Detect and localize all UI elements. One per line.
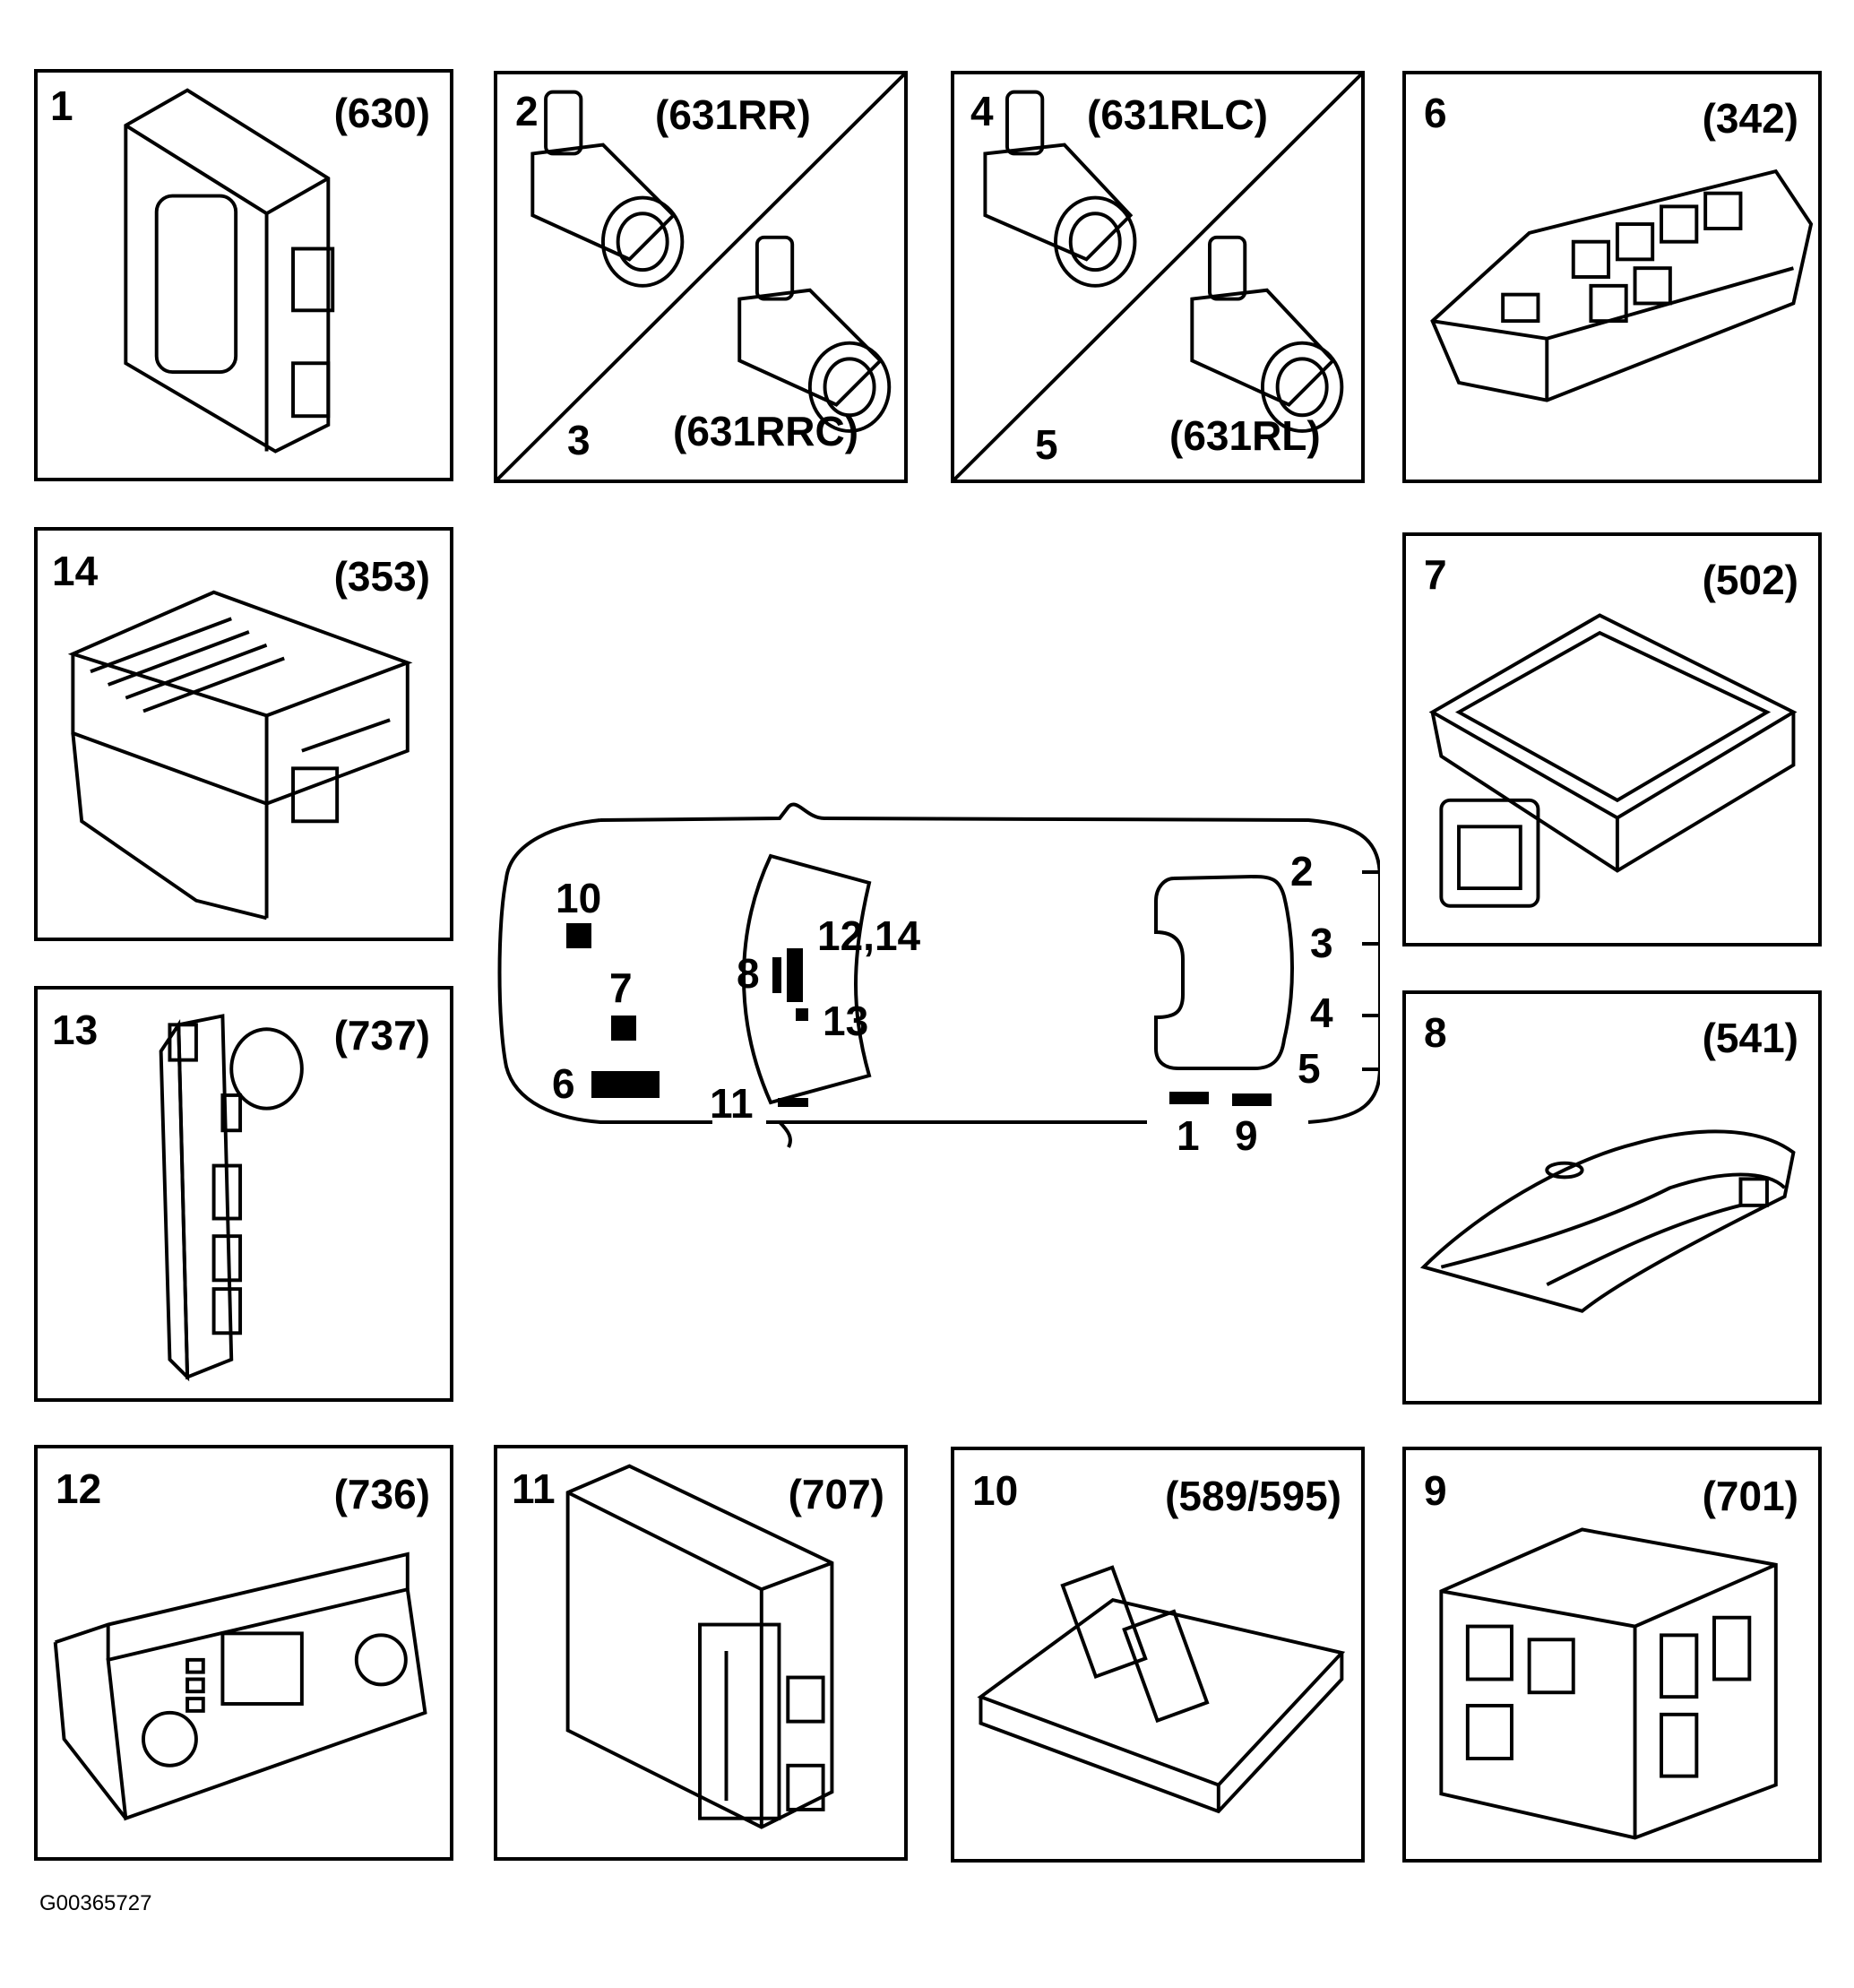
climate-control-panel-illustration <box>53 1552 427 1821</box>
vehicle-outline: 10 7 6 11 8 12,14 13 2 3 4 5 1 9 <box>497 802 1382 1159</box>
label-6: 6 <box>552 1060 575 1107</box>
component-number-top: 2 <box>515 88 539 134</box>
label-3: 3 <box>1310 920 1333 966</box>
component-number: 8 <box>1424 1009 1447 1056</box>
component-code: (541) <box>1702 1015 1798 1061</box>
control-unit-illustration <box>565 1464 834 1829</box>
panel-component-7: 7 (502) <box>1402 532 1822 946</box>
component-number: 10 <box>972 1467 1019 1514</box>
label-1: 1 <box>1177 1112 1200 1159</box>
marker-1 <box>1169 1092 1209 1104</box>
component-code: (342) <box>1702 95 1798 142</box>
component-number: 13 <box>52 1007 99 1053</box>
label-8: 8 <box>737 950 760 997</box>
component-number: 7 <box>1424 551 1447 598</box>
marker-9 <box>1232 1093 1272 1106</box>
label-11: 11 <box>710 1080 754 1127</box>
component-code-top: (631RLC) <box>1087 91 1268 138</box>
panel-component-6: 6 (342) <box>1402 71 1822 483</box>
component-number-bottom: 3 <box>567 417 591 463</box>
marker-11 <box>778 1098 808 1107</box>
marker-10 <box>566 923 591 948</box>
panel-component-4-5: 4 (631RLC) 5 (631RL) <box>951 71 1365 483</box>
component-code: (707) <box>788 1471 884 1517</box>
panel-component-1: 1 (630) <box>34 69 453 481</box>
label-13: 13 <box>823 998 868 1044</box>
label-2: 2 <box>1290 848 1314 895</box>
audio-unit-illustration <box>67 590 413 921</box>
component-code: (736) <box>333 1471 430 1517</box>
component-code: (353) <box>333 553 430 600</box>
central-electronic-module-illustration <box>1439 1527 1778 1840</box>
component-number: 14 <box>52 548 99 594</box>
panel-component-10: 10 (589/595) <box>951 1447 1365 1863</box>
switch-panel-illustration <box>159 1014 304 1382</box>
marker-8 <box>772 957 781 993</box>
marker-6 <box>591 1071 660 1098</box>
label-5: 5 <box>1298 1045 1321 1092</box>
panel-component-2-3: 2 (631RR) 3 (631RRC) <box>494 71 908 483</box>
marker-7 <box>611 1016 636 1041</box>
component-number-top: 4 <box>970 88 994 134</box>
label-12-14: 12,14 <box>817 912 921 959</box>
component-code: (630) <box>333 90 430 136</box>
component-code-bottom: (631RL) <box>1169 412 1321 459</box>
control-module-illustration <box>1428 613 1798 908</box>
marker-13 <box>796 1008 808 1021</box>
component-code: (701) <box>1702 1473 1798 1519</box>
instrument-cluster-illustration <box>1419 1129 1796 1313</box>
module-box-illustration <box>124 88 335 454</box>
engine-control-module-illustration <box>977 1565 1346 1814</box>
component-code-top: (631RR) <box>655 91 811 138</box>
component-code-bottom: (631RRC) <box>673 408 859 454</box>
parking-sensor-pair-illustration <box>497 74 904 480</box>
component-code: (737) <box>333 1012 430 1059</box>
label-9: 9 <box>1235 1112 1258 1159</box>
label-10: 10 <box>556 875 601 921</box>
panel-component-13: 13 (737) <box>34 986 453 1402</box>
location-markers <box>566 923 1272 1107</box>
component-number: 6 <box>1424 90 1447 136</box>
component-number: 12 <box>56 1465 102 1512</box>
component-number: 9 <box>1424 1467 1447 1514</box>
component-number: 11 <box>512 1465 556 1512</box>
panel-component-9: 9 (701) <box>1402 1447 1822 1863</box>
panel-component-14: 14 (353) <box>34 527 453 941</box>
panel-component-8: 8 (541) <box>1402 990 1822 1405</box>
component-number-bottom: 5 <box>1035 421 1058 468</box>
marker-12-14 <box>787 948 803 1002</box>
component-code: (589/595) <box>1165 1473 1341 1519</box>
fuse-box-illustration <box>1430 169 1814 402</box>
parking-sensor-pair-illustration <box>954 74 1361 480</box>
figure-reference-code: G00365727 <box>39 1891 152 1915</box>
component-code: (502) <box>1702 557 1798 603</box>
panel-component-12: 12 (736) <box>34 1445 453 1861</box>
label-7: 7 <box>609 964 633 1011</box>
panel-component-11: 11 (707) <box>494 1445 908 1861</box>
vehicle-location-diagram: 10 7 6 11 8 12,14 13 2 3 4 5 1 9 <box>484 780 1382 1165</box>
component-number: 1 <box>50 82 73 129</box>
label-4: 4 <box>1310 990 1333 1036</box>
